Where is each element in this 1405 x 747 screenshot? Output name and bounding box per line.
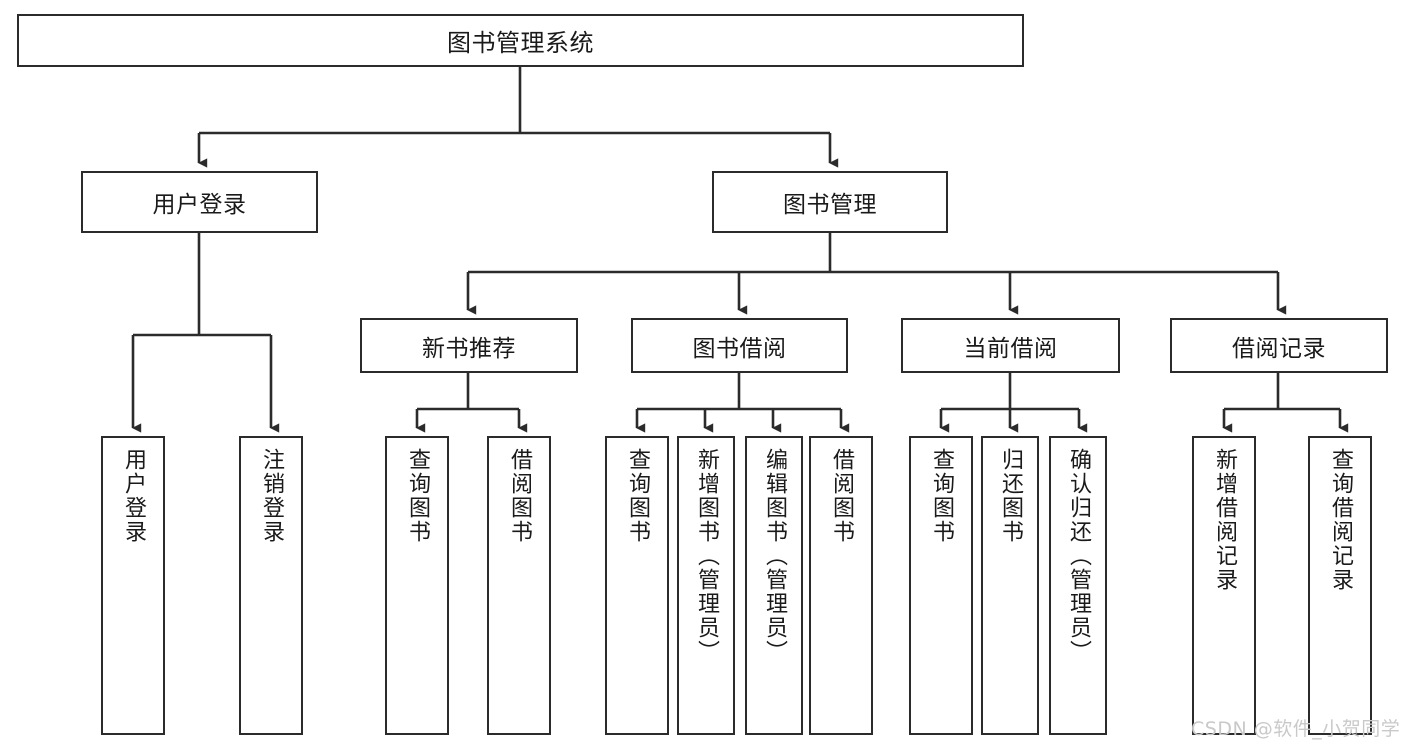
leaf-label: 借阅图书: [828, 448, 854, 544]
csdn-watermark: CSDN @软件_小贺同学: [1191, 718, 1401, 740]
leaf-logout[interactable]: 注销登录: [239, 436, 303, 735]
node-book-management[interactable]: 图书管理: [712, 171, 948, 233]
node-user-login[interactable]: 用户登录: [81, 171, 318, 233]
leaf-label: 编辑图书（管理员）: [761, 448, 787, 664]
leaf-label: 注销登录: [258, 448, 284, 544]
leaf-add-borrow-record[interactable]: 新增借阅记录: [1192, 436, 1256, 735]
leaf-label: 查询图书: [928, 448, 954, 544]
node-borrow-record[interactable]: 借阅记录: [1170, 318, 1388, 373]
leaf-label: 归还图书: [997, 448, 1023, 544]
leaf-confirm-return-admin[interactable]: 确认归还（管理员）: [1049, 436, 1107, 735]
leaf-label: 查询借阅记录: [1327, 448, 1353, 592]
leaf-label: 查询图书: [404, 448, 430, 544]
node-root-system[interactable]: 图书管理系统: [17, 14, 1024, 67]
leaf-return-books[interactable]: 归还图书: [981, 436, 1039, 735]
leaf-borrow-books-recommend[interactable]: 借阅图书: [487, 436, 551, 735]
node-book-borrow[interactable]: 图书借阅: [631, 318, 848, 373]
leaf-label: 借阅图书: [506, 448, 532, 544]
leaf-label: 新增图书（管理员）: [693, 448, 719, 664]
leaf-edit-book-admin[interactable]: 编辑图书（管理员）: [745, 436, 803, 735]
leaf-query-books-current[interactable]: 查询图书: [909, 436, 973, 735]
node-current-borrow[interactable]: 当前借阅: [901, 318, 1120, 373]
leaf-query-books-recommend[interactable]: 查询图书: [385, 436, 449, 735]
leaf-add-book-admin[interactable]: 新增图书（管理员）: [677, 436, 735, 735]
leaf-user-login[interactable]: 用户登录: [101, 436, 165, 735]
leaf-borrow-books[interactable]: 借阅图书: [809, 436, 873, 735]
leaf-label: 用户登录: [120, 448, 146, 544]
leaf-label: 查询图书: [624, 448, 650, 544]
node-new-book-recommend[interactable]: 新书推荐: [360, 318, 578, 373]
leaf-query-books-borrow[interactable]: 查询图书: [605, 436, 669, 735]
leaf-label: 确认归还（管理员）: [1065, 448, 1091, 664]
leaf-label: 新增借阅记录: [1211, 448, 1237, 592]
leaf-query-borrow-record[interactable]: 查询借阅记录: [1308, 436, 1372, 735]
